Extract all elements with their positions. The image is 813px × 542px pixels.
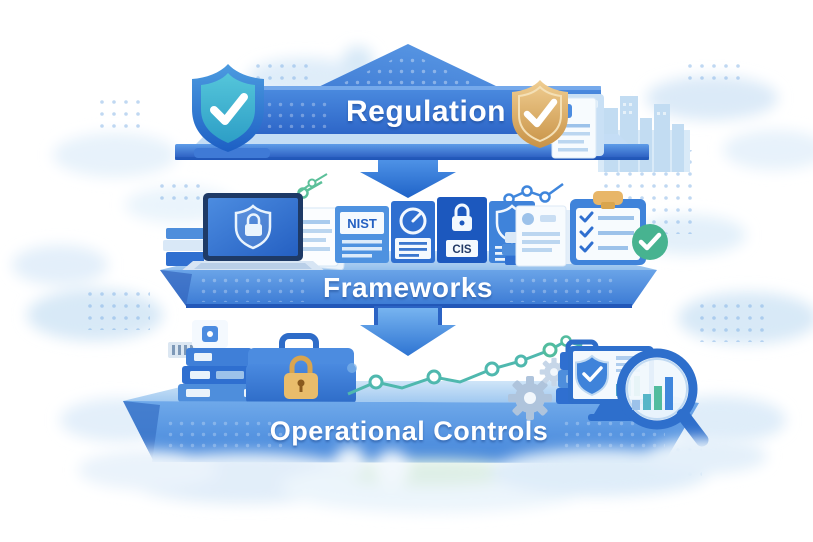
clipboard-checklist-icon [570,191,646,265]
trend-line-chart-icon [347,335,583,396]
tier-regulation [175,44,649,198]
nist-label: NIST [347,216,377,231]
gauge-book-icon [391,201,435,263]
down-arrow-icon [360,160,456,198]
tier-operational-controls [123,320,709,463]
foreground-clouds [78,438,767,513]
nist-book-icon: NIST [335,206,389,263]
server-stack-icon [168,320,256,402]
briefcase-padlock-icon [246,333,356,404]
banner-base-bar [175,144,649,160]
green-check-circle-icon [632,224,668,260]
down-arrow-icon [360,308,456,356]
magnifier-bar-chart-icon [616,348,709,447]
laptop-security-icon [180,193,326,272]
growth-chart-blue-icon [491,182,564,213]
regulation-shield-check-icon [192,64,270,158]
cis-lock-book-icon: CIS [437,197,487,263]
gears-icon [508,357,569,420]
profile-document-icon [515,205,572,267]
cis-label: CIS [452,244,472,256]
gold-certificate-shield-icon [512,80,568,148]
tier-frameworks: NIST CIS [160,191,668,356]
